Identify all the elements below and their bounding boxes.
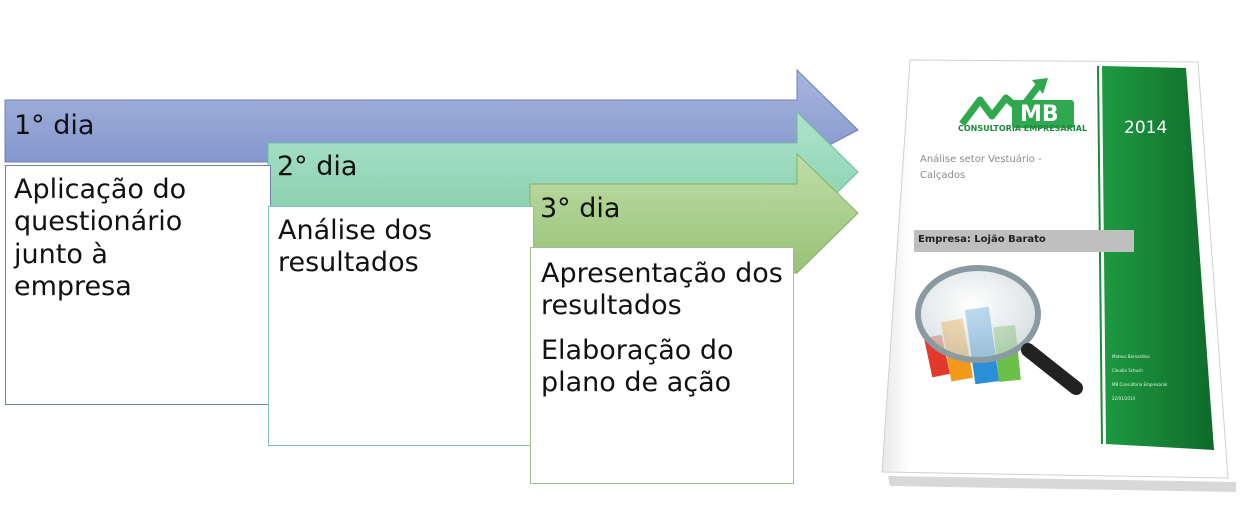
- magnifier-illustration: [915, 265, 1083, 395]
- day3-item-2: Elaboração do plano de ação: [541, 334, 734, 399]
- cover-author-2: Claudio Schuch: [1112, 368, 1143, 373]
- day1-label: 1° dia: [14, 110, 95, 141]
- report-cover: CONSULTORIA EMPRESARIAL MB 2014 Análise …: [880, 58, 1240, 498]
- company-bar: [914, 230, 1134, 252]
- day2-label: 2° dia: [277, 151, 358, 182]
- day1-item: Aplicação do questionário junto à empres…: [14, 174, 187, 303]
- cover-company: Empresa: Lojão Barato: [918, 234, 1046, 245]
- cover-author-1: Mateus Bernardino: [1112, 354, 1150, 359]
- cover-author-4: 22/01/2014: [1112, 396, 1136, 401]
- cover-author-3: MB Consultoria Empresarial: [1112, 382, 1168, 387]
- day2-item: Análise dos resultados: [278, 215, 433, 279]
- mb-logo: [959, 78, 1074, 128]
- logo-subtitle: CONSULTORIA EMPRESARIAL: [958, 124, 1088, 133]
- day3-box: Apresentação dos resultados Elaboração d…: [530, 247, 794, 484]
- report-cover-graphic: [881, 59, 1236, 492]
- day3-item-1: Apresentação dos resultados: [541, 258, 783, 322]
- day1-box: Aplicação do questionário junto à empres…: [5, 165, 271, 405]
- cover-authors: Mateus Bernardino Claudio Schuch MB Cons…: [1112, 350, 1202, 406]
- cover-title: Análise setor Vestuário - Calçados: [920, 154, 1042, 181]
- cover-green-panel: [1102, 66, 1214, 450]
- day1-arrow: [4, 68, 859, 163]
- day3-label: 3° dia: [540, 193, 621, 224]
- timeline-arrows: [4, 68, 859, 274]
- cover-year: 2014: [1124, 118, 1168, 138]
- logo-text: MB: [1020, 102, 1059, 127]
- day2-box: Análise dos resultados: [268, 206, 534, 446]
